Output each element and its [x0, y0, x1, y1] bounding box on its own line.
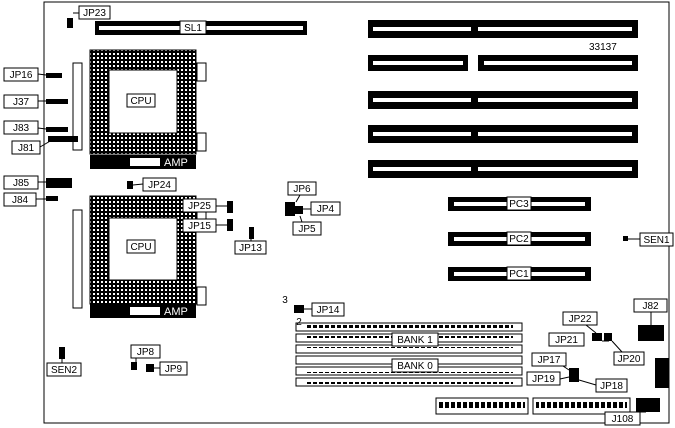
- label-jp13: JP13: [239, 243, 262, 254]
- label-j108: J108: [612, 414, 634, 425]
- label-jp17: JP17: [538, 355, 561, 366]
- isa-slots: [368, 20, 638, 178]
- pci-slot-1-label: PC1: [509, 269, 529, 280]
- bank-1-label: BANK 1: [397, 335, 433, 346]
- label-jp21: JP21: [555, 335, 578, 346]
- cpu-upper-label: CPU: [130, 96, 151, 107]
- label-jp8: JP8: [137, 347, 155, 358]
- label-texts: JP23 JP16 J37 J83 J81 J85 J84 JP24 JP25 …: [10, 8, 670, 425]
- vrm-lower-brand: AMP: [164, 306, 188, 318]
- label-j82: J82: [642, 301, 659, 312]
- label-jp4: JP4: [317, 204, 335, 215]
- vrm-upper-brand: AMP: [164, 157, 188, 169]
- cpu-lower-label: CPU: [130, 242, 151, 253]
- leader-lines: [36, 12, 652, 413]
- label-jp6: JP6: [293, 184, 311, 195]
- memory-banks: BANK 1 BANK 0: [295, 322, 523, 387]
- label-jp23: JP23: [83, 8, 106, 19]
- board-id: 33137: [589, 42, 617, 53]
- label-j37: J37: [13, 97, 30, 108]
- label-jp25: JP25: [188, 201, 211, 212]
- label-jp18: JP18: [600, 381, 623, 392]
- label-jp20: JP20: [618, 354, 641, 365]
- jumper-pins: [46, 18, 669, 412]
- jp14-pin-2: 2: [296, 317, 302, 328]
- label-jp5: JP5: [298, 224, 316, 235]
- label-j84: J84: [12, 195, 29, 206]
- slot-sl1: SL1: [95, 20, 307, 35]
- pci-slots: PC3 PC2 PC1: [448, 196, 591, 281]
- label-jp16: JP16: [10, 70, 33, 81]
- label-j81: J81: [18, 143, 35, 154]
- cpu-lower: CPU AMP: [72, 195, 207, 318]
- label-jp22: JP22: [569, 314, 592, 325]
- label-j85: J85: [13, 178, 30, 189]
- pci-slot-2-label: PC2: [509, 234, 529, 245]
- label-jp19: JP19: [532, 374, 555, 385]
- label-jp14: JP14: [317, 305, 340, 316]
- label-sen1: SEN1: [643, 235, 670, 246]
- pci-slot-3-label: PC3: [509, 199, 529, 210]
- label-jp9: JP9: [165, 364, 183, 375]
- jp14-pin-3: 3: [282, 295, 288, 306]
- bottom-connectors: [435, 397, 631, 415]
- slot-sl1-label: SL1: [184, 23, 202, 34]
- label-jp15: JP15: [188, 221, 211, 232]
- label-sen2: SEN2: [51, 365, 78, 376]
- label-jp24: JP24: [148, 180, 171, 191]
- bank-0-label: BANK 0: [397, 361, 433, 372]
- label-tags: [3, 5, 674, 426]
- label-j83: J83: [13, 123, 30, 134]
- cpu-upper: CPU AMP: [72, 49, 207, 169]
